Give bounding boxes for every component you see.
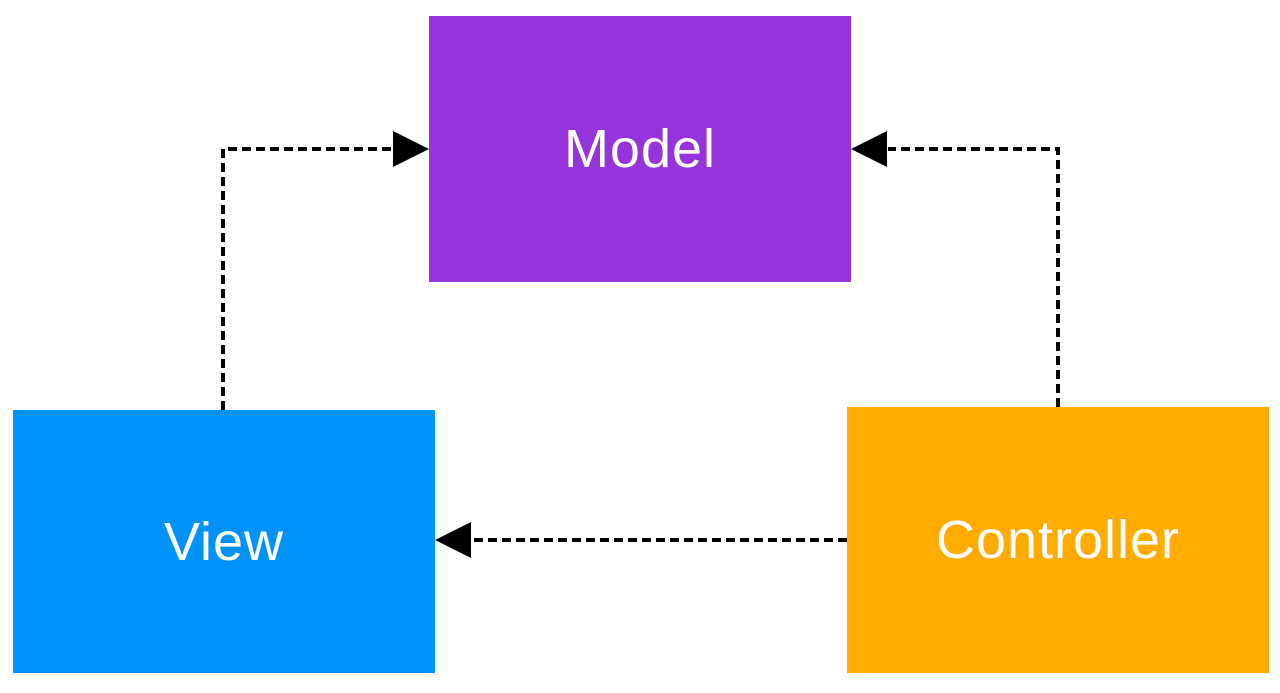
edge-controller-to-model bbox=[888, 147, 1060, 407]
node-model-label: Model bbox=[563, 119, 717, 179]
node-view-label: View bbox=[163, 511, 285, 572]
arrowhead-right-icon bbox=[393, 131, 429, 167]
arrowhead-left-icon bbox=[435, 522, 471, 558]
edge-view-to-model bbox=[221, 147, 392, 410]
arrowhead-left-icon bbox=[851, 131, 887, 167]
node-controller-label: Controller bbox=[935, 510, 1181, 570]
node-view: View bbox=[13, 410, 435, 673]
node-model: Model bbox=[429, 16, 851, 282]
node-controller: Controller bbox=[847, 407, 1269, 673]
